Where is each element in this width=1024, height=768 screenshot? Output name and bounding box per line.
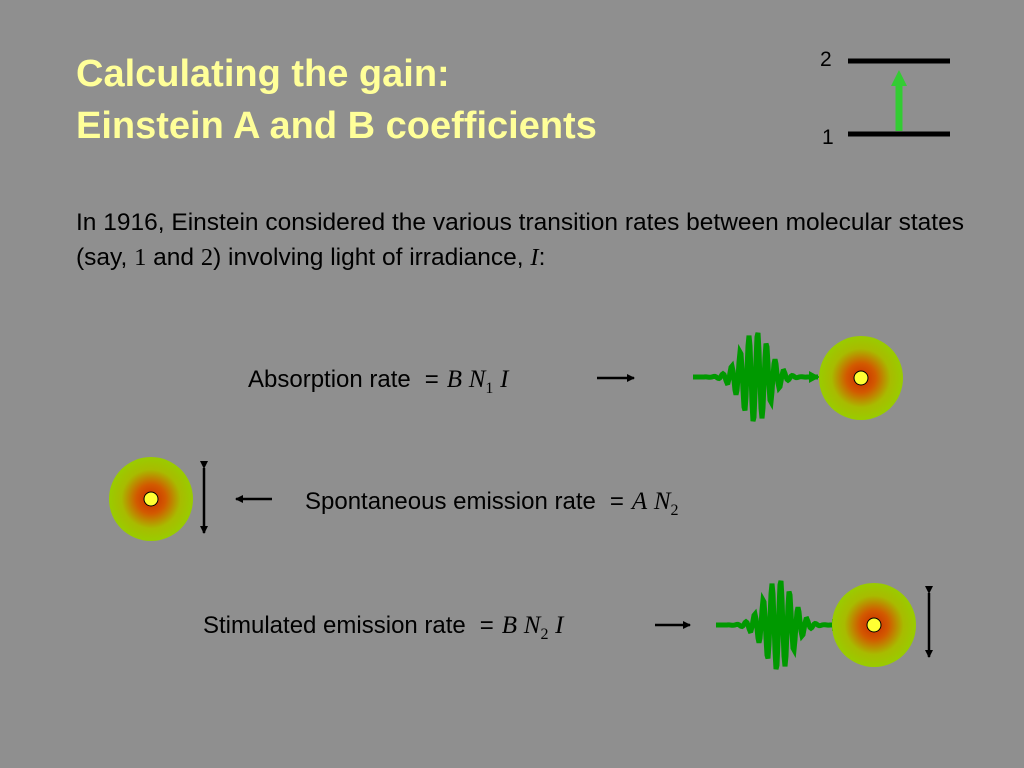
- absorption-pop-sub: 1: [485, 379, 494, 397]
- stimulated-pop-sub: 2: [540, 625, 549, 643]
- level-2-label: 2: [820, 48, 832, 71]
- absorption-equation: Absorption rate = B N1 I: [248, 366, 508, 398]
- intro-state-2: 2: [200, 244, 214, 271]
- intro-irradiance-symbol: I: [530, 244, 539, 271]
- stimulated-label: Stimulated emission rate: [203, 612, 466, 639]
- absorption-label: Absorption rate: [248, 366, 411, 393]
- intro-and: and: [146, 244, 201, 271]
- stimulated-coef: B: [501, 612, 518, 639]
- absorption-pop: N: [468, 366, 486, 393]
- absorption-equals: =: [424, 366, 439, 393]
- molecule-stimulated: [832, 583, 916, 667]
- absorption-coef: B: [446, 366, 463, 393]
- intro-colon: :: [538, 244, 546, 271]
- spontaneous-equals: =: [609, 488, 624, 515]
- spontaneous-equation: Spontaneous emission rate = A N2: [305, 488, 679, 520]
- incoming-light-wave-icon: [693, 332, 820, 422]
- intro-text-2: ) involving light of irradiance,: [213, 244, 531, 271]
- absorption-irr: I: [500, 366, 509, 393]
- spontaneous-pop: N: [653, 488, 671, 515]
- intro-state-1: 1: [134, 244, 147, 271]
- molecule-absorbing: [819, 336, 903, 420]
- stimulated-equals: =: [479, 612, 494, 639]
- stimulated-pop: N: [523, 612, 541, 639]
- stimulated-equation: Stimulated emission rate = B N2 I: [203, 612, 563, 644]
- spontaneous-label: Spontaneous emission rate: [305, 488, 596, 515]
- spontaneous-pop-sub: 2: [670, 501, 679, 519]
- intro-paragraph: In 1916, Einstein considered the various…: [76, 205, 976, 275]
- stimulated-irr: I: [555, 612, 564, 639]
- stimulating-light-wave-icon: [716, 580, 843, 670]
- molecule-spontaneous: [109, 457, 193, 541]
- title-line-2: Einstein A and B coefficients: [76, 105, 597, 147]
- title-line-1: Calculating the gain:: [76, 53, 450, 95]
- level-1-label: 1: [822, 126, 834, 149]
- intro-text-1: In 1916, Einstein considered the various…: [76, 209, 964, 271]
- slide-title: Calculating the gain: Einstein A and B c…: [76, 48, 597, 152]
- spontaneous-coef: A: [631, 488, 648, 515]
